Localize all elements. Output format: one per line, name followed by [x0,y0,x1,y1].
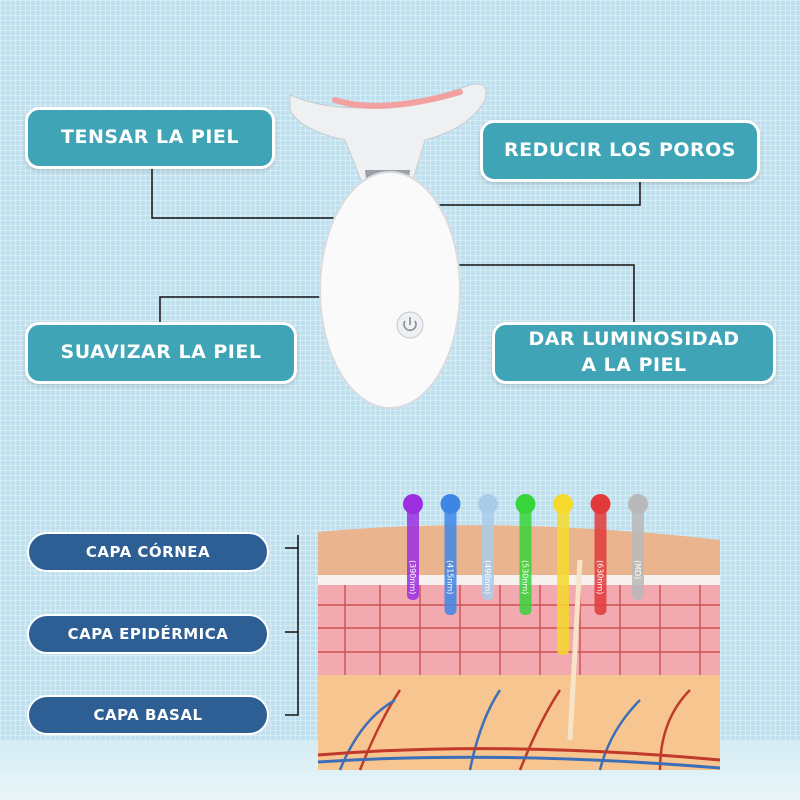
layer-label: CAPA CÓRNEA [85,543,211,561]
feature-label: DAR LUMINOSIDAD [528,328,740,351]
feature-label: REDUCIR LOS POROS [504,139,736,162]
layer-cornea: CAPA CÓRNEA [27,532,269,572]
light-beam-bar [557,505,569,655]
light-dot [478,494,498,514]
light-beam-bar [407,505,419,600]
feature-label: A LA PIEL [581,354,687,376]
feature-tighten-skin: TENSAR LA PIEL [25,107,275,169]
light-beam: (630nm) [590,494,611,615]
wavelength-label: (530nm) [521,560,530,594]
light-dot [590,494,611,514]
wavelength-label: (415nm) [446,560,455,594]
light-dot [403,494,423,514]
connector-lines [151,168,641,716]
feature-brighten-skin: DAR LUMINOSIDAD A LA PIEL [492,322,776,384]
light-dot [553,494,573,514]
light-beam: (MD) [628,494,648,600]
wavelength-label: (390nm) [408,560,417,594]
light-beam-bar [482,505,494,600]
light-dot [628,494,648,514]
light-beam: (390nm) [403,494,423,600]
wavelength-label: (MD) [633,560,642,579]
wavelength-label: (490nm) [483,560,492,594]
light-wavelengths: (390nm) (415nm) (490nm) (530nm) (630nm) (MD) [403,494,648,655]
layer-basal: CAPA BASAL [27,695,269,735]
layer-epidermis: CAPA EPIDÉRMICA [27,614,269,654]
light-dot [440,494,461,514]
layer-label: CAPA EPIDÉRMICA [67,625,229,643]
feature-reduce-pores: REDUCIR LOS POROS [480,120,760,182]
wavelength-label: (630nm) [596,560,605,594]
light-beam [553,494,573,655]
light-beam-bar [632,505,644,600]
neck-device-image [289,83,487,409]
light-beam: (415nm) [440,494,461,615]
light-dot [515,494,536,514]
skin-diagram-image [317,525,721,771]
light-beam: (490nm) [478,494,498,600]
light-beam: (530nm) [515,494,536,615]
light-beam-bar [594,505,607,615]
feature-label: TENSAR LA PIEL [61,126,239,149]
feature-label: SUAVIZAR LA PIEL [60,341,262,364]
layer-label: CAPA BASAL [93,706,203,724]
light-beam-bar [519,505,532,615]
feature-smooth-skin: SUAVIZAR LA PIEL [25,322,297,384]
light-beam-bar [444,505,457,615]
